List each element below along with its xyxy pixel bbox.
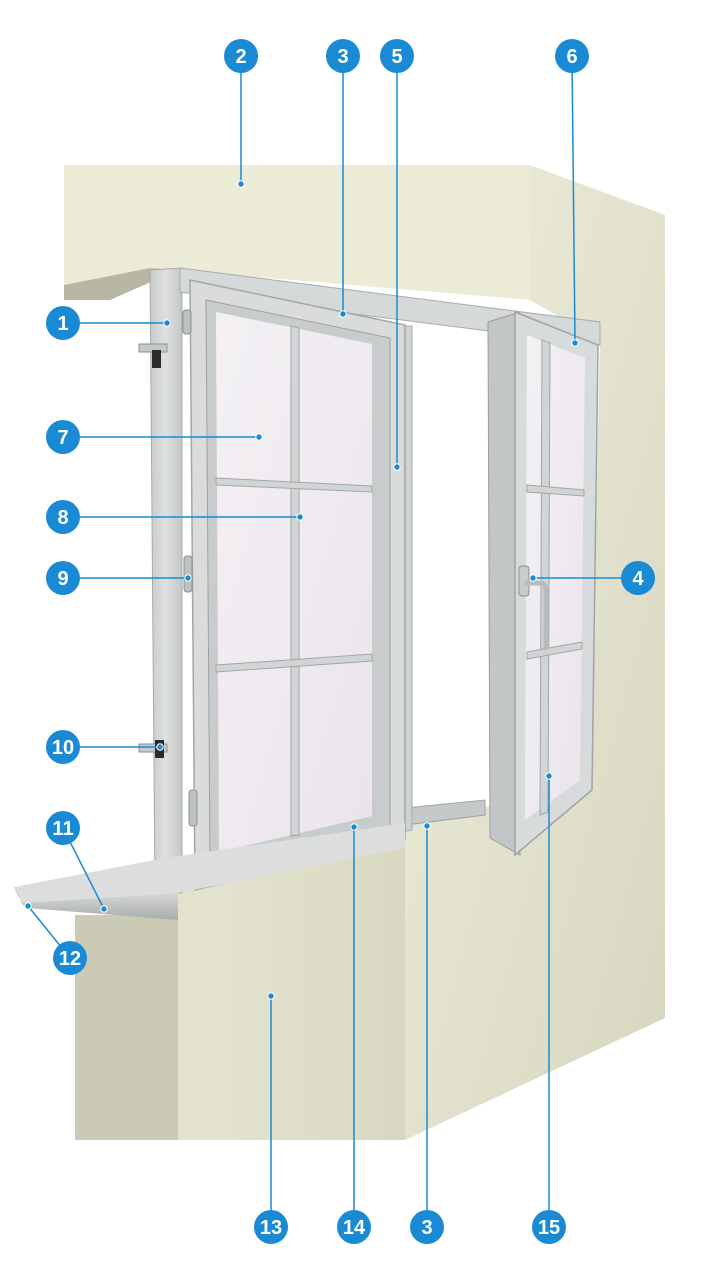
callout-badge-12: 12 [53,941,87,975]
muntin-horizontal-top [215,477,373,493]
callout-badge-circle [224,39,258,73]
muntin-vertical [290,325,300,837]
callout-badge-circle [410,1210,444,1244]
callout-badge-circle [337,1210,371,1244]
callout-12-target-dot [24,902,32,910]
callout-8-target-dot [184,574,192,582]
callout-7-target-dot [296,513,304,521]
right-sash-edge [487,311,521,856]
callout-number: 1 [57,313,68,335]
callout-10-target-dot [156,743,164,751]
callout-number: 15 [538,1217,560,1239]
callout-leaders [24,55,638,1227]
sill-front [22,893,178,920]
callout-badge-circle [532,1210,566,1244]
callout-badge-circle [254,1210,288,1244]
callout-14-target-dot [350,823,358,831]
callout-badge-circle [46,811,80,845]
callout-badge-circle [46,730,80,764]
callout-15-target-dot [423,822,431,830]
callout-badge-5: 6 [555,39,589,73]
callout-badge-9: 4 [621,561,655,595]
callout-badge-13: 13 [254,1210,288,1244]
window-handle [518,565,549,651]
callout-badge-15: 3 [410,1210,444,1244]
hinge-middle [183,555,193,593]
window-sill [14,823,405,920]
callout-badge-14: 14 [337,1210,371,1244]
callout-5-target-dot [571,339,579,347]
callout-5-leader [571,55,576,344]
callout-number: 4 [632,568,644,590]
right-sash [487,310,599,857]
callout-badge-circle [46,561,80,595]
callout-11-target-dot [100,905,108,913]
callout-badge-circle [53,941,87,975]
callout-9-target-dot [529,574,537,582]
opening-reveal [405,322,480,812]
lintel-underside [64,268,178,300]
right-muntin-horizontal-bottom [526,641,583,660]
callout-badge-circle [46,420,80,454]
wall [64,165,665,1140]
callout-badge-circle [46,500,80,534]
callout-1-target-dot [163,319,171,327]
callout-number: 13 [260,1217,282,1239]
callout-badge-1: 1 [46,306,80,340]
callout-number: 14 [343,1217,366,1239]
callout-4-target-dot [393,463,401,471]
lower-wall-side [75,915,178,1140]
callout-badge-4: 5 [380,39,414,73]
callout-badge-10: 10 [46,730,80,764]
callout-6-target-dot [255,433,263,441]
callout-number: 10 [52,737,74,759]
callout-number: 5 [391,46,402,68]
callout-13-target-dot [267,992,275,1000]
callout-badge-circle [621,561,655,595]
muntin-horizontal-bottom [215,653,373,673]
callout-number: 2 [235,46,246,68]
callout-badge-circle [46,306,80,340]
callout-number: 11 [52,818,73,840]
right-muntin-horizontal-top [526,484,585,497]
upper-wall-front [64,165,530,300]
callout-badge-7: 8 [46,500,80,534]
callout-badge-circle [555,39,589,73]
callout-number: 7 [57,427,68,449]
callout-16-target-dot [545,772,553,780]
callout-badge-2: 2 [224,39,258,73]
right-wall-face [405,165,665,1140]
left-jamb [149,267,183,894]
callout-badge-11: 11 [46,811,80,845]
callout-number: 8 [57,507,68,529]
callout-number: 3 [421,1217,432,1239]
callout-badge-16: 15 [532,1210,566,1244]
callout-badge-8: 9 [46,561,80,595]
sill-top [14,823,405,903]
callout-badge-6: 7 [46,420,80,454]
callout-number: 9 [57,568,68,590]
hinge-top [182,309,192,335]
callout-badge-circle [380,39,414,73]
hinge-bottom [188,789,198,827]
callout-badge-3: 3 [326,39,360,73]
callout-number: 3 [337,46,348,68]
callout-number: 12 [59,948,81,970]
callout-badge-circle [326,39,360,73]
shutter-catch-top [138,343,168,368]
callout-2-target-dot [237,180,245,188]
callout-number: 6 [566,46,577,68]
callout-3-target-dot [339,310,347,318]
